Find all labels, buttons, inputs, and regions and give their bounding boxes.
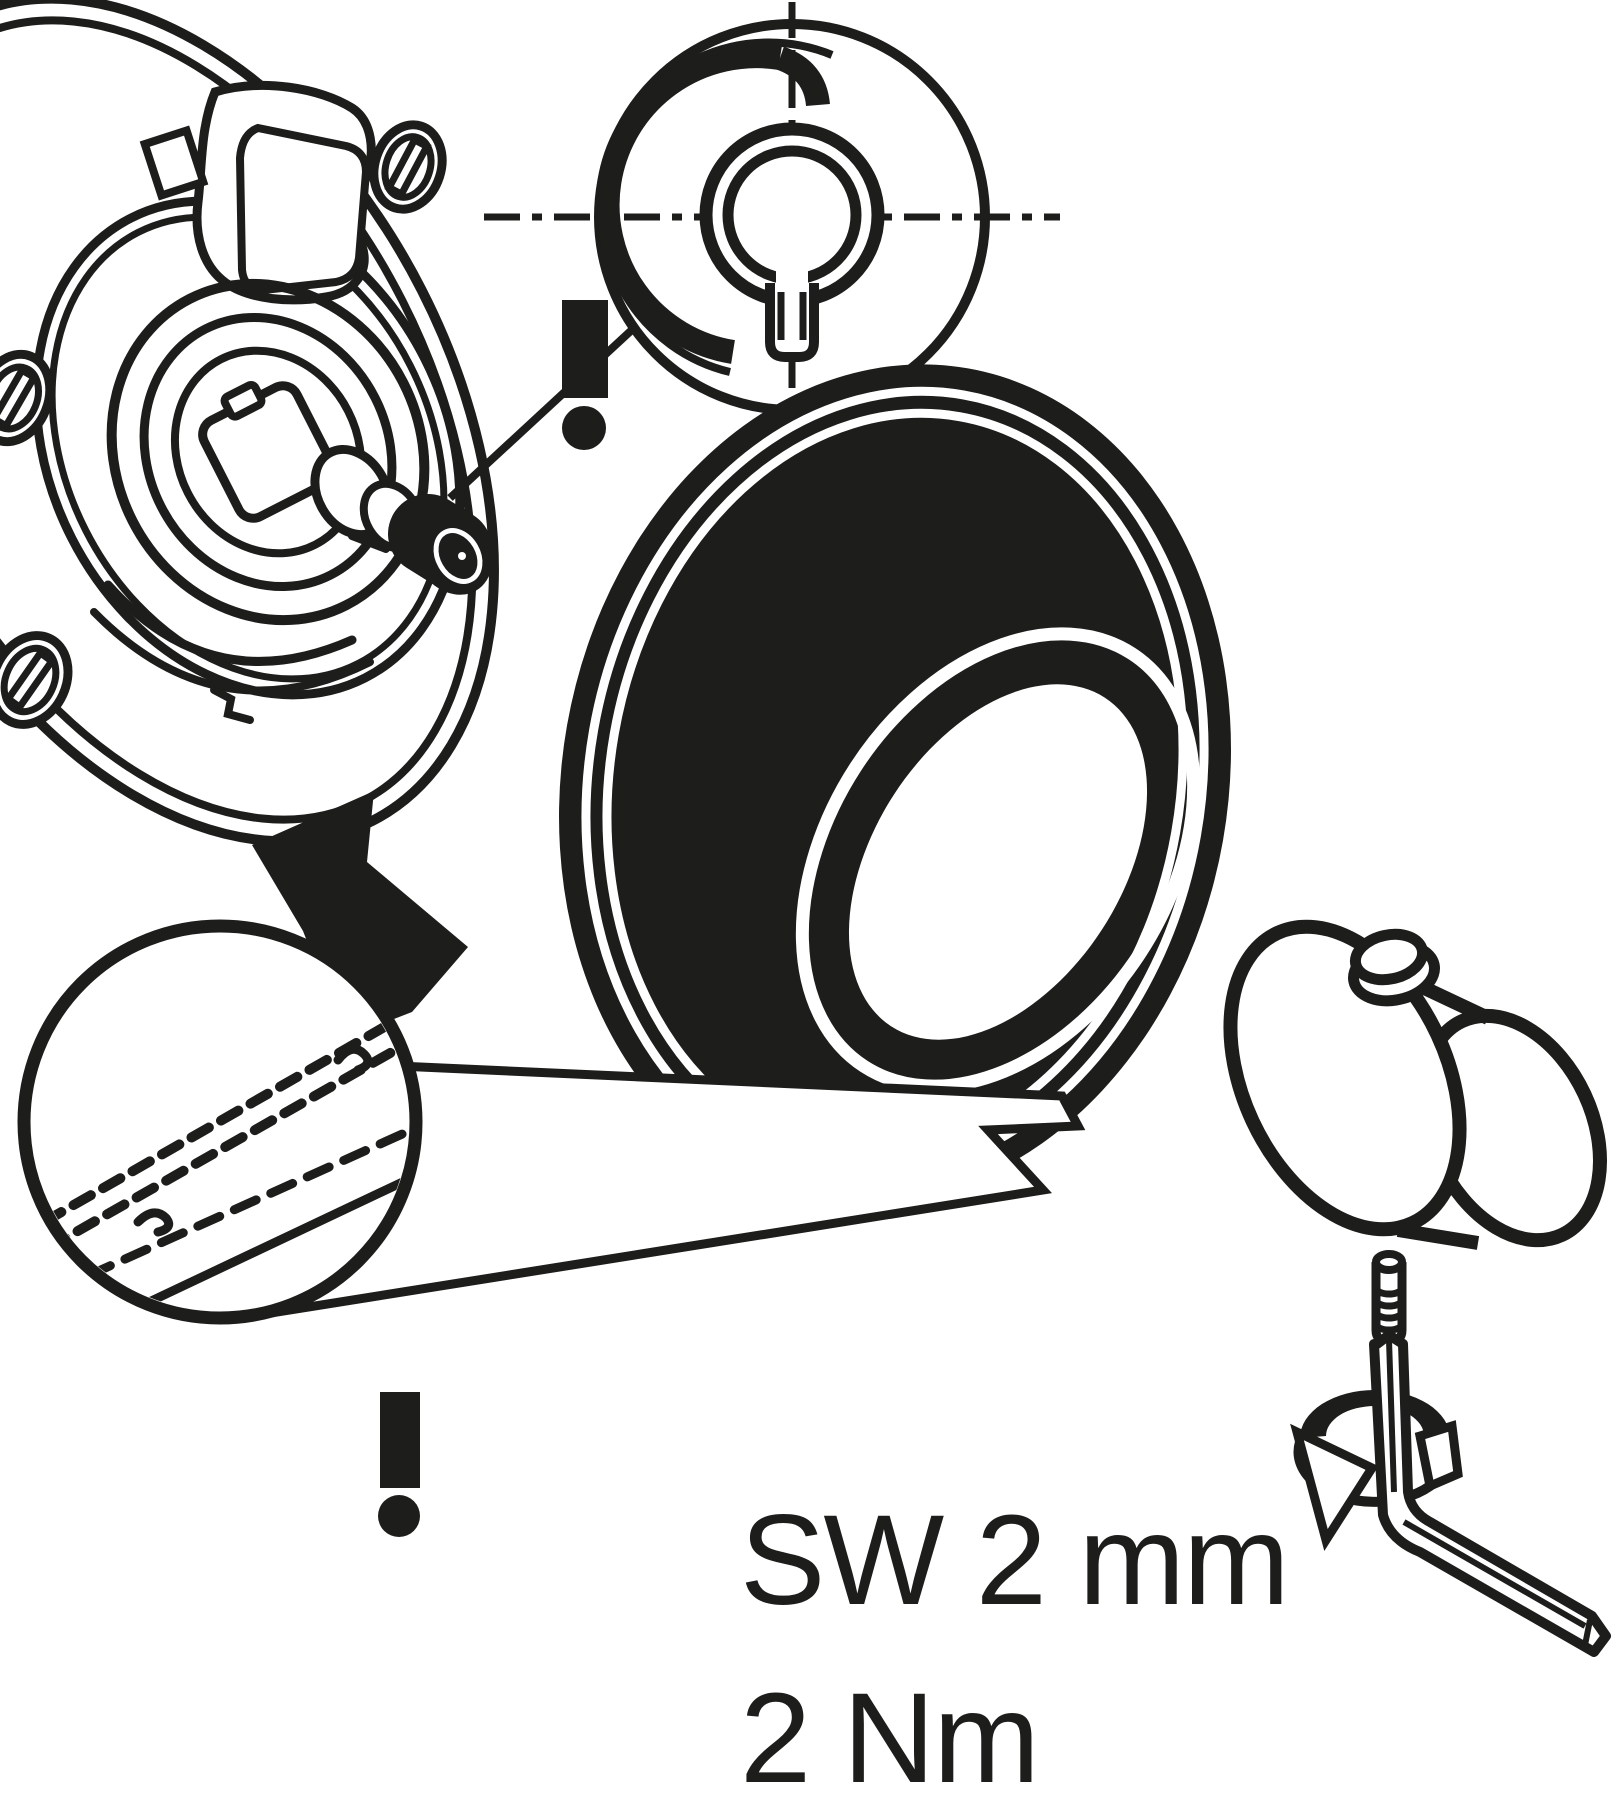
grub-screw-on-stem	[388, 494, 493, 595]
escutcheon-plate	[559, 364, 1231, 1202]
hex-key	[1369, 1330, 1611, 1657]
seam-detail-magnifier	[17, 919, 423, 1325]
warning-exclamation-icon	[378, 1392, 420, 1537]
assembly-direction-arrow-icon	[252, 791, 468, 1038]
set-screw	[1371, 1250, 1407, 1347]
retaining-ring	[595, 44, 782, 364]
mounting-screw-hole-left	[0, 349, 55, 447]
plate-hole-ring	[795, 627, 1201, 1093]
window-tab	[139, 125, 209, 201]
plate-center-hole	[848, 684, 1148, 1040]
mounting-screw-hole-top-right	[369, 120, 447, 214]
rotate-counterclockwise-arrow-icon	[1290, 1423, 1379, 1552]
keyed-retaining-washer-detail	[484, 2, 1060, 462]
valve-body	[235, 123, 371, 295]
mounting-screw-hole-bottom-left	[0, 631, 73, 729]
washer-key-tab	[765, 283, 819, 362]
torque-label: 2 Nm	[740, 1667, 1038, 1800]
tool-size-label: SW 2 mm	[740, 1489, 1288, 1632]
warning-exclamation-icon	[562, 300, 608, 450]
ring-end-tab	[1414, 1420, 1463, 1493]
escutcheon-back-view	[0, 0, 499, 847]
knob-set-screw-boss	[1348, 928, 1440, 1007]
handle-knob	[1223, 919, 1607, 1250]
